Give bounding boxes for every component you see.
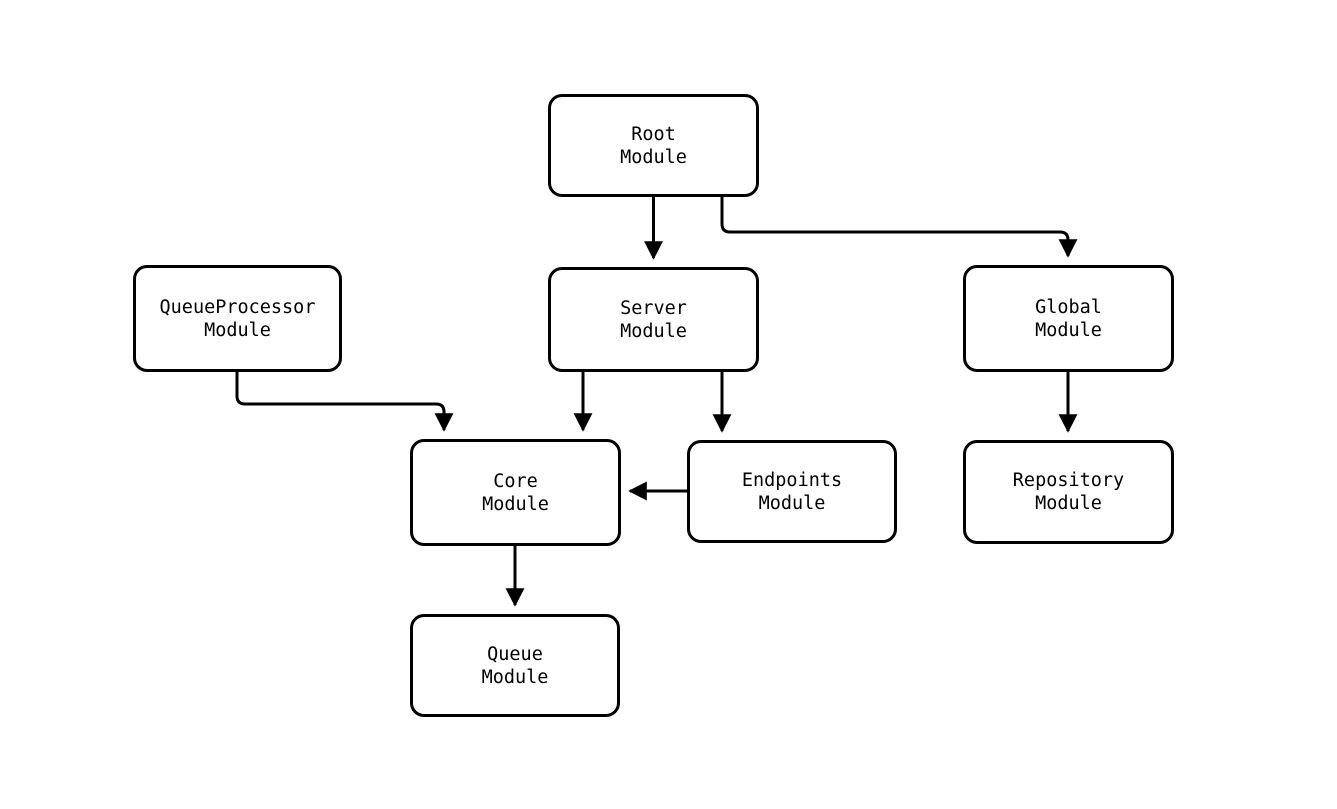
node-queue-module[interactable]: Queue Module	[410, 614, 620, 717]
node-queueprocessor-module-label: QueueProcessor Module	[159, 296, 316, 341]
node-queue-module-label: Queue Module	[481, 643, 549, 688]
node-queueprocessor-module[interactable]: QueueProcessor Module	[133, 265, 342, 372]
edge-queueprocessor-to-core	[235, 372, 454, 432]
node-repository-module-label: Repository Module	[1012, 470, 1125, 514]
node-endpoints-module[interactable]: Endpoints Module	[687, 440, 897, 543]
node-root-module-label: Root Module	[620, 123, 687, 168]
node-root-module[interactable]: Root Module	[548, 94, 759, 197]
node-global-module[interactable]: Global Module	[963, 265, 1174, 372]
node-repository-module[interactable]: Repository Module	[963, 440, 1174, 544]
node-server-module-label: Server Module	[620, 297, 687, 342]
node-global-module-label: Global Module	[1035, 296, 1102, 341]
node-server-module[interactable]: Server Module	[548, 267, 759, 372]
node-core-module[interactable]: Core Module	[410, 439, 621, 546]
node-endpoints-module-label: Endpoints Module	[741, 469, 843, 514]
edge-root-to-global	[720, 197, 1078, 258]
node-core-module-label: Core Module	[482, 470, 549, 515]
